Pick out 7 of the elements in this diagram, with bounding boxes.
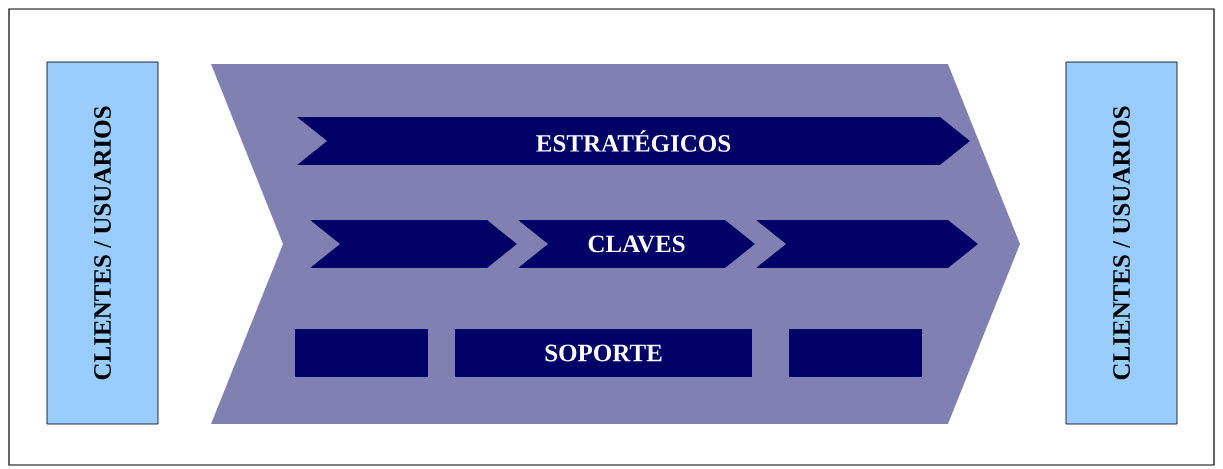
process-box <box>789 329 922 377</box>
side-box: CLIENTES / USUARIOS <box>1065 61 1178 425</box>
process-box <box>295 329 428 377</box>
side-box: CLIENTES / USUARIOS <box>46 61 159 425</box>
chevron-shape <box>310 220 517 268</box>
process-box: SOPORTE <box>455 329 752 377</box>
chevron-shape <box>756 220 978 268</box>
